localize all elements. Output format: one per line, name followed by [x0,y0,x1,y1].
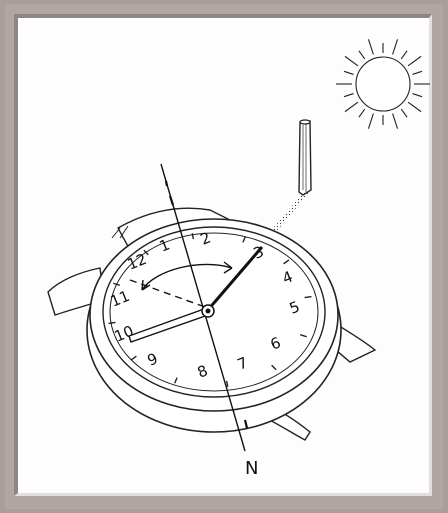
sun-icon [336,39,430,128]
north-label: N [245,458,258,479]
stick-icon [299,120,311,195]
